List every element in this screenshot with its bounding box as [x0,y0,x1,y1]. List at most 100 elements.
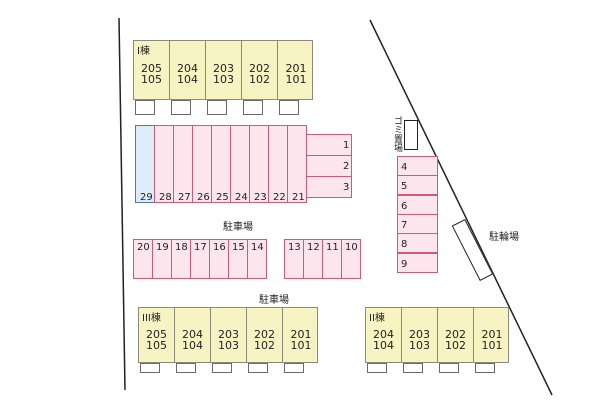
room-number-lower: 102 [254,339,275,352]
b3-entrance-5 [284,363,304,373]
parking-space-number: 23 [254,192,267,203]
parking-space-11[interactable]: 11 [322,239,342,279]
parking-space-number: 1 [343,140,350,151]
parking-space-number: 14 [251,242,264,253]
room-number-lower: 105 [141,73,162,86]
parking-space-number: 15 [232,242,245,253]
room-number-lower: 102 [445,339,466,352]
parking-space-number: 2 [343,161,350,172]
parking-space-number: 22 [273,192,286,203]
parking-space-number: 25 [216,192,229,203]
parking-space-13[interactable]: 13 [284,239,304,279]
parking-space-7[interactable]: 7 [397,213,438,234]
parking-lot-label-1: 駐車場 [223,222,253,233]
b3-entrance-1 [140,363,160,373]
parking-space-10[interactable]: 10 [341,239,361,279]
parking-space-19[interactable]: 19 [152,239,172,279]
parking-space-number: 4 [401,162,408,173]
parking-space-5[interactable]: 5 [397,175,438,196]
room-number-upper: 201 [481,328,503,341]
parking-space-1[interactable]: 1 [306,134,352,156]
room-number-lower: 103 [409,339,430,352]
room-number-lower: 104 [373,339,394,352]
room-number-upper: 205 [141,62,162,75]
parking-space-number: 12 [307,242,320,253]
garbage-area [404,120,418,150]
parking-space-number: 16 [213,242,226,253]
b2-entrance-3 [439,363,459,373]
parking-space-20[interactable]: 20 [133,239,153,279]
room-number-lower: 103 [218,339,239,352]
room-number-upper: 203 [218,328,239,341]
b2-entrance-1 [367,363,387,373]
b2-entrance-4 [475,363,495,373]
room-number-lower: 101 [285,73,307,86]
b3-entrance-3 [212,363,232,373]
parking-space-4[interactable]: 4 [397,156,438,176]
parking-space-17[interactable]: 17 [190,239,210,279]
parking-space-number: 20 [137,242,150,253]
parking-space-15[interactable]: 15 [228,239,248,279]
parking-space-number: 17 [194,242,207,253]
parking-space-6[interactable]: 6 [397,194,438,215]
b1-entrance-3 [207,100,227,115]
room-number-lower: 101 [290,339,312,352]
parking-space-18[interactable]: 18 [171,239,191,279]
room-number-lower: 101 [481,339,503,352]
parking-space-22[interactable]: 22 [268,125,288,203]
b1-entrance-4 [243,100,263,115]
parking-space-21[interactable]: 21 [287,125,307,203]
parking-space-28[interactable]: 28 [154,125,174,203]
building-2-label: II棟 [369,313,385,324]
parking-space-3[interactable]: 3 [306,176,352,198]
b3-entrance-2 [176,363,196,373]
parking-space-26[interactable]: 26 [192,125,212,203]
parking-space-number: 13 [288,242,301,253]
parking-space-29[interactable]: 29 [135,125,155,203]
parking-space-12[interactable]: 12 [303,239,323,279]
building-1-label: I棟 [137,46,150,57]
parking-space-8[interactable]: 8 [397,233,438,254]
parking-lot-label-2: 駐車場 [259,295,289,306]
parking-space-27[interactable]: 27 [173,125,193,203]
room-number-lower: 104 [177,73,198,86]
parking-space-number: 21 [292,192,305,203]
parking-space-2[interactable]: 2 [306,155,352,177]
building-3-label: III棟 [142,313,161,324]
garbage-area-label: ゴミ置場 [392,116,402,152]
parking-space-number: 19 [156,242,169,253]
room-number-lower: 102 [249,73,270,86]
parking-space-number: 26 [197,192,210,203]
b1-entrance-1 [135,100,155,115]
b1-entrance-2 [171,100,191,115]
room-number-lower: 103 [213,73,234,86]
room-number-upper: 203 [409,328,430,341]
bicycle-parking-label: 駐輪場 [489,232,519,243]
parking-space-number: 8 [401,239,408,251]
parking-space-9[interactable]: 9 [397,252,438,273]
room-number-upper: 204 [373,328,394,341]
room-number-lower: 105 [146,339,167,352]
parking-space-number: 18 [175,242,188,253]
parking-space-16[interactable]: 16 [209,239,229,279]
parking-space-14[interactable]: 14 [247,239,267,279]
room-number-upper: 204 [177,62,198,75]
parking-space-23[interactable]: 23 [249,125,269,203]
room-number-upper: 202 [445,328,466,341]
parking-space-25[interactable]: 25 [211,125,231,203]
parking-space-24[interactable]: 24 [230,125,250,203]
